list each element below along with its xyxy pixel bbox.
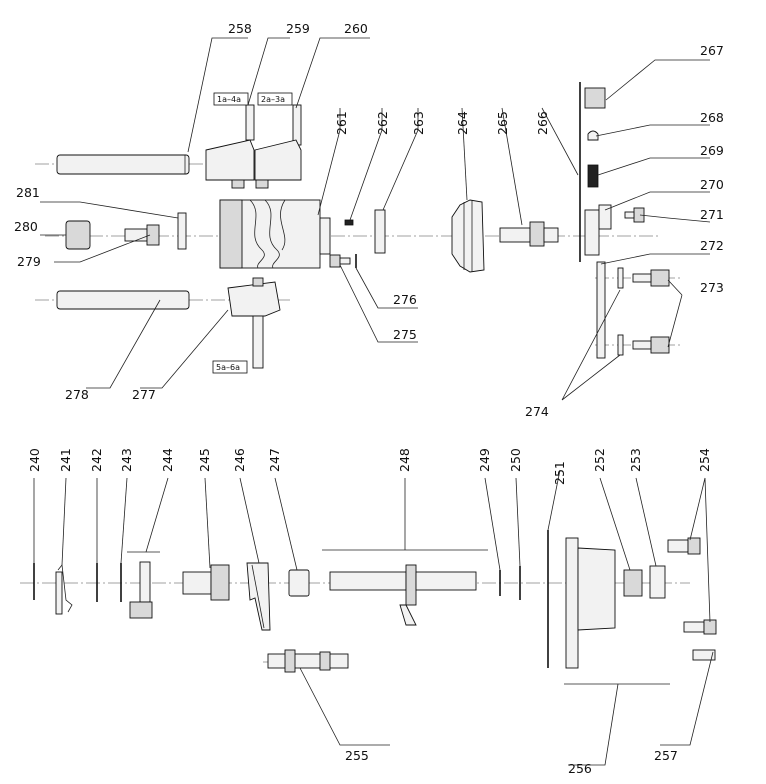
part-268-detent [587,130,599,141]
label-252: 252 [592,448,607,472]
fork-tag-5a-6a: 5a–6a [212,360,248,374]
part-271-roller [624,207,645,223]
fork-tag-2a-3a: 2a–3a [257,92,293,106]
label-246: 246 [232,448,247,472]
label-254: 254 [697,448,712,472]
label-250: 250 [508,448,523,472]
label-268: 268 [700,110,724,125]
label-245: 245 [197,448,212,472]
label-247: 247 [267,448,282,472]
label-258: 258 [228,21,252,36]
part-265-bolt [499,221,559,247]
label-253: 253 [628,448,643,472]
label-248: 248 [397,448,412,472]
label-259: 259 [286,21,310,36]
fork-tag-1a-4a: 1a–4a [213,92,249,106]
label-276: 276 [393,292,417,307]
part-247-bushing [288,569,310,597]
part-246-spring [246,562,271,631]
part-267-cap [584,87,606,109]
label-275: 275 [393,327,417,342]
label-278: 278 [65,387,89,402]
part-253-seal [649,565,666,599]
label-264: 264 [455,111,470,135]
label-257: 257 [654,748,678,763]
label-269: 269 [700,143,724,158]
part-263-ring [374,209,386,254]
part-280-bushing [65,220,91,250]
label-262: 262 [375,111,390,135]
part-number-labels: 258 259 260 267 268 269 270 271 272 273 … [14,21,724,776]
part-259-shift-fork [205,104,255,189]
label-271: 271 [700,207,724,222]
label-277: 277 [132,387,156,402]
label-260: 260 [344,21,368,36]
part-262-pin [344,219,354,226]
part-264-star-wheel [451,199,485,273]
label-251: 251 [552,461,567,485]
part-252-bearing [623,569,643,597]
svg-text:2a–3a: 2a–3a [261,95,285,104]
part-245-bushing [182,564,230,601]
part-275-pin [329,254,351,268]
part-255-shaft [267,649,349,673]
part-270-bracket [584,204,612,256]
label-244: 244 [160,448,175,472]
part-272-gasket [596,261,606,359]
part-278-shaft [56,290,190,310]
label-273: 273 [700,280,724,295]
label-263: 263 [411,111,426,135]
label-242: 242 [89,448,104,472]
part-281-washer [177,212,187,250]
svg-text:1a–4a: 1a–4a [217,95,241,104]
leader-lines [33,37,714,766]
part-277-shift-fork [227,277,281,369]
part-258-shaft [56,154,190,175]
part-273-screws [632,269,670,354]
label-281: 281 [16,185,40,200]
part-261-selector-drum [219,199,331,269]
label-256: 256 [568,761,592,776]
label-240: 240 [27,448,42,472]
part-241-clip [55,563,73,615]
label-265: 265 [495,111,510,135]
part-257-screw [692,649,716,661]
label-270: 270 [700,177,724,192]
label-267: 267 [700,43,724,58]
part-244-lever [127,551,160,619]
part-260-shift-fork [254,104,302,189]
label-279: 279 [17,254,41,269]
label-266: 266 [535,111,550,135]
label-274: 274 [525,404,549,419]
part-254-screws [667,537,717,635]
svg-text:5a–6a: 5a–6a [216,363,240,372]
label-241: 241 [58,448,73,472]
label-280: 280 [14,219,38,234]
label-243: 243 [119,448,134,472]
part-274-washers [617,267,624,356]
part-248-shaft [322,549,488,626]
part-256-housing-cover [564,537,670,685]
part-269-spring [587,164,599,188]
label-255: 255 [345,748,369,763]
part-279-screw [124,224,160,246]
label-261: 261 [334,111,349,135]
label-249: 249 [477,448,492,472]
label-272: 272 [700,238,724,253]
